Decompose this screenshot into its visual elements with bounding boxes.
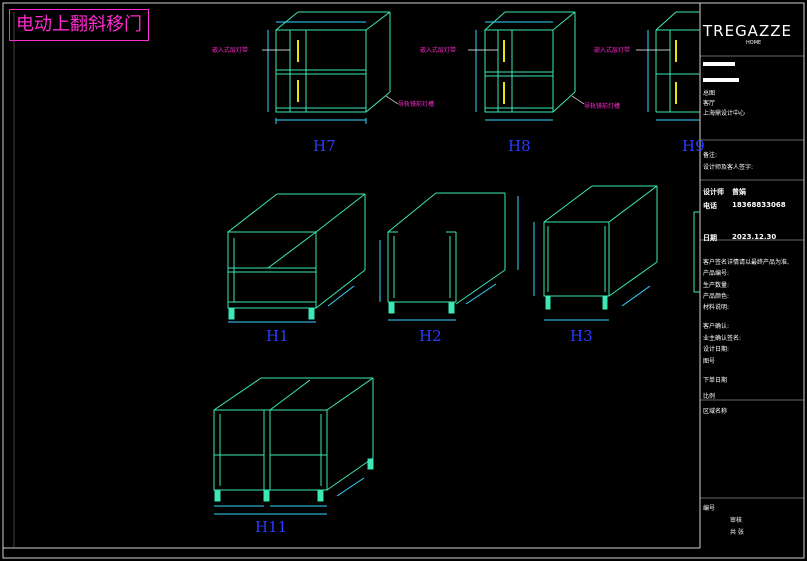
label-h3: H3	[570, 327, 593, 345]
title-block-field-label: 生产数量:	[703, 282, 730, 289]
title-block-field-value: 审核	[730, 517, 743, 524]
title-block-field-label: 客厅	[703, 100, 716, 107]
label-h1: H1	[266, 327, 289, 345]
title-block-rows	[700, 55, 804, 499]
title-block-field-value: 共 张	[730, 529, 744, 536]
cabinet-h7-drawing	[262, 11, 399, 124]
title-block-field-label: 下单日期	[703, 377, 728, 384]
title-block-field-label: 备注:	[703, 152, 718, 159]
h8-callout-mirror: 导轨镜前灯槽	[584, 102, 620, 110]
title-block-field-label: 客户确认:	[703, 323, 730, 330]
h7-callout-light: 嵌入式层灯带	[212, 46, 248, 54]
redacted-line	[703, 62, 735, 66]
title-block-field-label: 产品颜色:	[703, 293, 730, 300]
title-block-field-label: 电话	[703, 202, 717, 210]
cabinet-h2-drawing	[379, 192, 519, 321]
title-block-field-label: 图号	[703, 358, 716, 365]
title-block-field-label: 编号	[703, 505, 716, 512]
title-block-field-label: 设计师	[703, 188, 724, 196]
cabinet-h9-drawing	[636, 11, 700, 121]
label-h7: H7	[313, 137, 336, 155]
cabinet-h3-drawing	[533, 185, 658, 321]
title-block-field-label: 比例	[703, 393, 716, 400]
h9-callout-light: 嵌入式层灯带	[594, 46, 630, 54]
cabinet-h1-drawing	[227, 193, 366, 323]
cabinet-h11-drawing	[213, 377, 374, 515]
title-block-field-label: 客户签名详情请以最终产品为准,	[703, 259, 789, 266]
h7-callout-mirror: 导轨镜前灯槽	[398, 100, 434, 108]
title-block-field-label: 产品编号:	[703, 270, 730, 277]
title-block-field-value: 曾娟	[732, 188, 746, 196]
brand-sub: HOME	[746, 40, 762, 46]
redacted-line	[703, 78, 739, 82]
label-h2: H2	[419, 327, 442, 345]
drawing-title: 电动上翻斜移门	[9, 9, 149, 41]
title-block-field-label: 区域名称	[703, 408, 728, 415]
title-block-field-value: 18368833068	[732, 201, 786, 209]
cabinet-partial-drawing	[693, 211, 700, 293]
title-block-field-label: 总图	[703, 90, 716, 97]
title-block-field-label: 材料说明:	[703, 304, 730, 311]
label-h9: H9	[682, 137, 705, 155]
title-block-field-label: 上海鼎设计中心	[703, 110, 746, 117]
title-block-field-label: 日期	[703, 234, 717, 242]
title-block-field-label: 业主确认签名:	[703, 335, 742, 342]
title-block-field-label: 设计师及客人签字:	[703, 164, 754, 171]
label-h8: H8	[508, 137, 531, 155]
h8-callout-light: 嵌入式层灯带	[420, 46, 456, 54]
brand-logo: TREGAZZE	[703, 22, 792, 40]
title-block-field-value: 2023.12.30	[732, 233, 777, 241]
cabinet-h8-drawing	[468, 11, 585, 121]
title-block-field-label: 设计日期:	[703, 346, 730, 353]
label-h11: H11	[255, 518, 288, 536]
